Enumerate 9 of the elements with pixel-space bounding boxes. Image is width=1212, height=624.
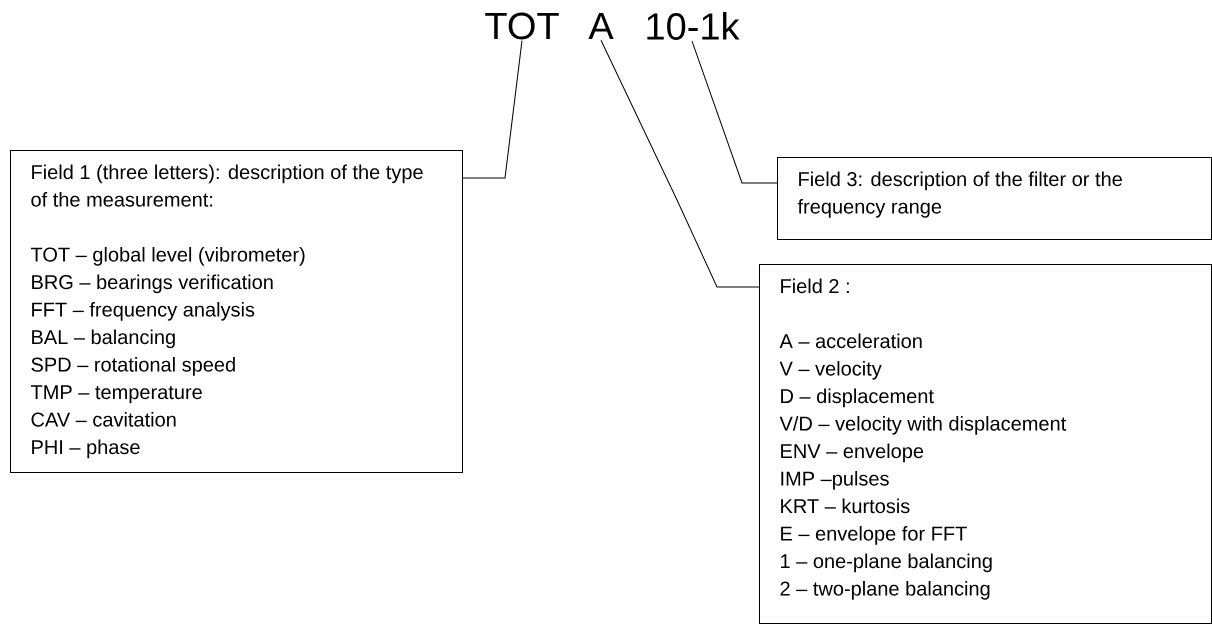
- leader-line: [691, 40, 778, 184]
- text-box: Field 2 : A – acceleration V – velocity D – displacement V/D – velocity with displacement ENV – envelope IMP –pulses KRT – kurtosis E – envelope for FFT 1 – one-plane balancing 2 – two-plane balancing: [759, 264, 1212, 624]
- text-box: Field 3: description of the filter or the frequency range: [777, 157, 1212, 240]
- code-text: 10-1k: [647, 12, 740, 40]
- leader-line: [600, 39, 760, 288]
- code-text: TOT: [485, 12, 559, 40]
- code-text: A: [588, 12, 614, 40]
- leader-line: [462, 40, 523, 179]
- text-box: Field 1 (three letters): description of the type of the measurement: TOT – global level (vibrometer) BRG – bearings verification FFT – frequency analysis BAL – balancing SPD – rotational speed TMP – temperature CAV – cavitation PHI – phase: [10, 150, 463, 473]
